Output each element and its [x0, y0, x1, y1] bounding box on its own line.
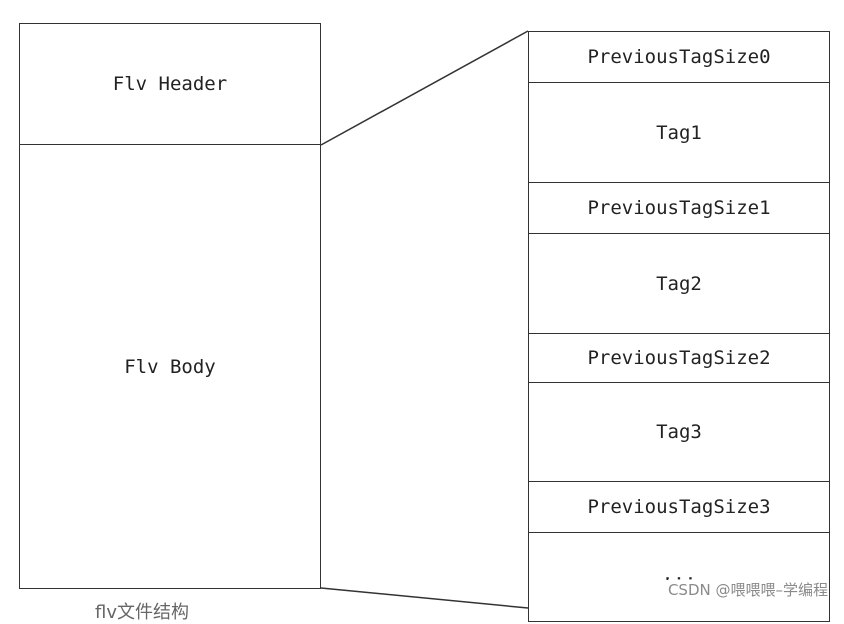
previous-tag-size-1-box: PreviousTagSize1: [528, 182, 830, 234]
previous-tag-size-3-box: PreviousTagSize3: [528, 481, 830, 533]
previous-tag-size-2-box: PreviousTagSize2: [528, 333, 830, 383]
segment-label: PreviousTagSize1: [587, 197, 771, 219]
flv-structure-diagram: Flv Header Flv Body PreviousTagSize0 Tag…: [19, 23, 830, 623]
tag-3-box: Tag3: [528, 382, 830, 482]
more-tags-box: ...: [528, 532, 830, 622]
flv-body-box: Flv Body: [19, 144, 321, 589]
segment-label: PreviousTagSize3: [587, 496, 771, 518]
flv-body-label: Flv Body: [124, 355, 216, 378]
tag-2-box: Tag2: [528, 233, 830, 334]
segment-label: PreviousTagSize2: [587, 347, 771, 369]
tag-1-box: Tag1: [528, 82, 830, 183]
segment-label: Tag1: [656, 121, 702, 144]
top-connector-line: [320, 30, 529, 146]
flv-header-box: Flv Header: [19, 23, 321, 145]
previous-tag-size-0-box: PreviousTagSize0: [528, 31, 830, 83]
bottom-connector-line: [320, 587, 529, 609]
flv-header-label: Flv Header: [112, 73, 228, 95]
segment-label: Tag3: [656, 421, 702, 443]
segment-label: Tag2: [656, 272, 702, 295]
segment-label: PreviousTagSize0: [587, 46, 771, 68]
watermark-text: CSDN @喂喂喂–学编程: [667, 579, 828, 600]
diagram-caption: flv文件结构: [95, 602, 189, 623]
